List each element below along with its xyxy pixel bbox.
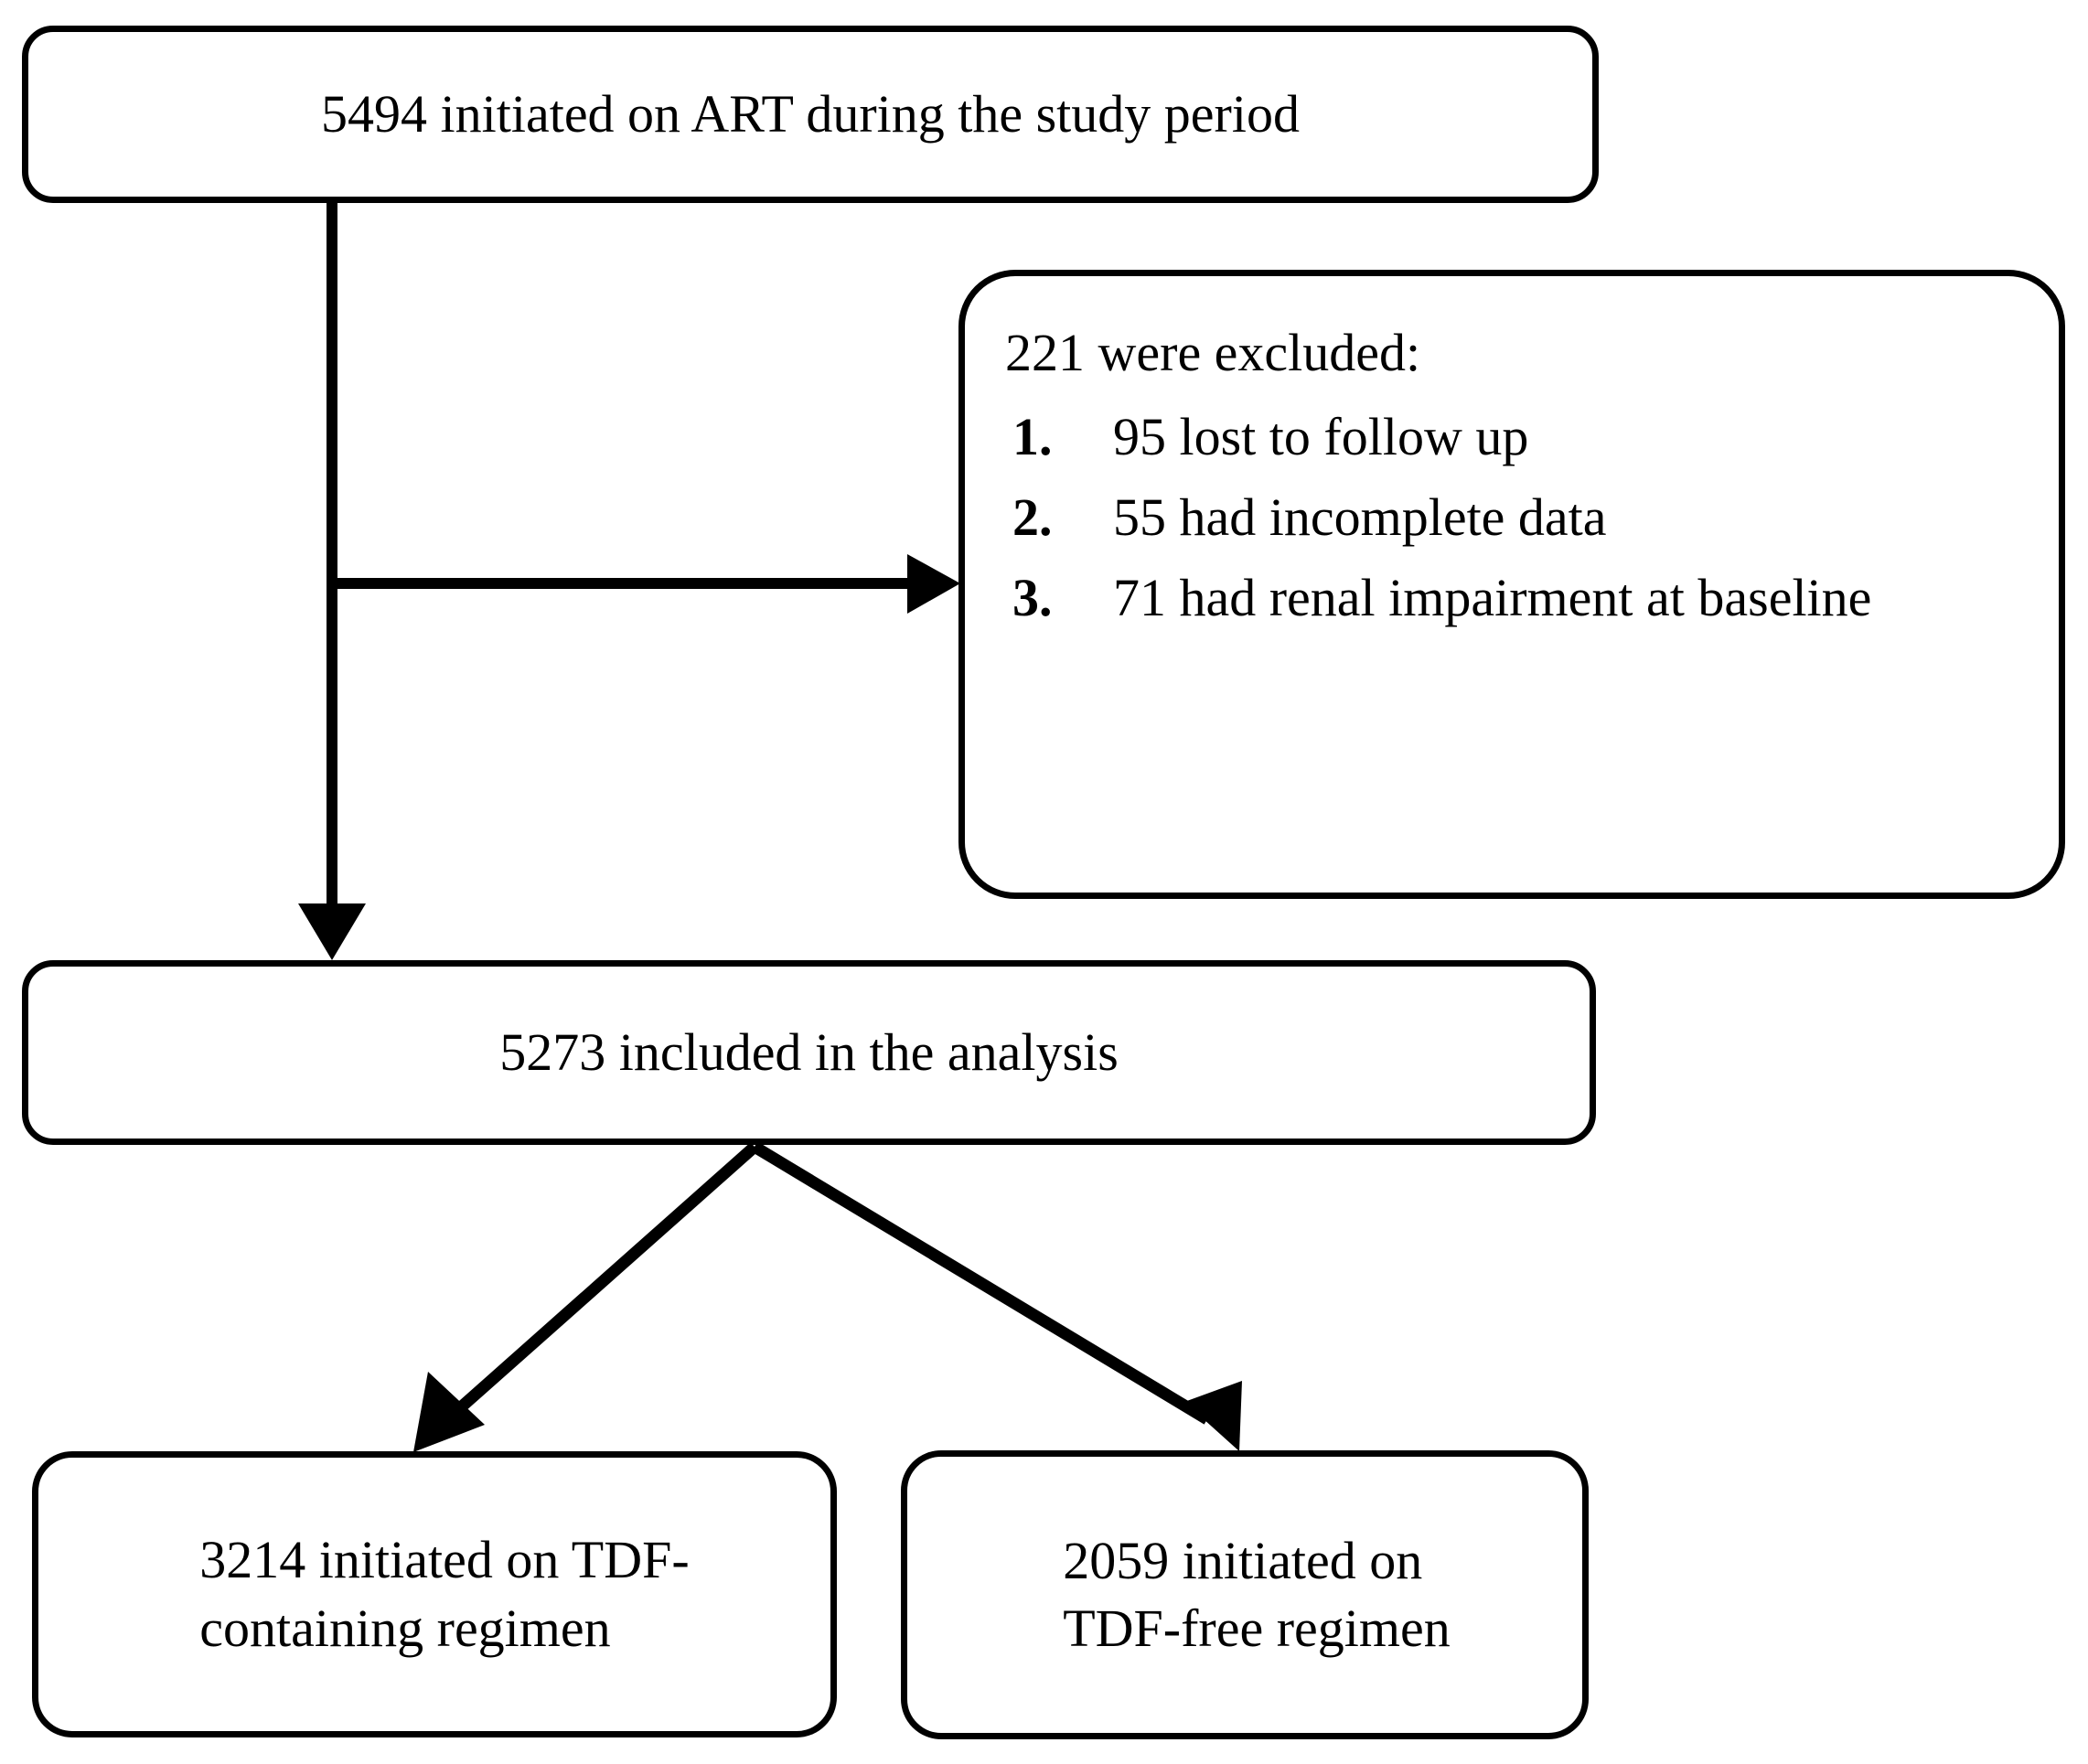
excluded-heading: 221 were excluded: bbox=[1005, 323, 1421, 382]
node-excluded-box: 221 were excluded: 1. 95 lost to follow … bbox=[958, 270, 2065, 899]
excluded-reason-text: 71 had renal impairment at baseline bbox=[1113, 568, 1872, 628]
arrowhead-included-to-tdf-free bbox=[1184, 1381, 1242, 1451]
excluded-content: 221 were excluded: 1. 95 lost to follow … bbox=[1005, 313, 2018, 639]
connector-included-to-tdf-containing-line bbox=[441, 1142, 759, 1426]
excluded-reason-item: 2. 55 had incomplete data bbox=[1005, 477, 2018, 558]
node-tdf-containing-box: 3214 initiated on TDF- containing regime… bbox=[32, 1451, 837, 1737]
node-tdf-free-label: 2059 initiated on TDF-free regimen bbox=[1063, 1530, 1451, 1658]
excluded-reason-text: 95 lost to follow up bbox=[1113, 407, 1529, 467]
node-enrolled-label: 5494 initiated on ART during the study p… bbox=[321, 83, 1300, 144]
excluded-reason-item: 3. 71 had renal impairment at baseline bbox=[1005, 558, 2018, 638]
connector-included-to-tdf-free-line bbox=[751, 1141, 1211, 1425]
node-tdf-containing-label: 3214 initiated on TDF- containing regime… bbox=[199, 1530, 690, 1658]
node-tdf-free-box: 2059 initiated on TDF-free regimen bbox=[901, 1450, 1589, 1739]
node-included-label: 5273 included in the analysis bbox=[499, 1021, 1119, 1082]
arrowhead-enrolled-to-included bbox=[298, 903, 366, 960]
excluded-reason-number: 2. bbox=[1012, 487, 1053, 548]
arrowhead-enrolled-to-excluded bbox=[907, 554, 960, 614]
excluded-reason-text: 55 had incomplete data bbox=[1113, 487, 1607, 548]
excluded-reason-item: 1. 95 lost to follow up bbox=[1005, 397, 2018, 477]
excluded-reason-list: 1. 95 lost to follow up 2. 55 had incomp… bbox=[1005, 397, 2018, 638]
arrowhead-included-to-tdf-containing bbox=[413, 1372, 485, 1452]
node-enrolled-box: 5494 initiated on ART during the study p… bbox=[22, 26, 1599, 203]
excluded-reason-number: 1. bbox=[1012, 407, 1053, 467]
node-included-box: 5273 included in the analysis bbox=[22, 960, 1596, 1145]
excluded-reason-number: 3. bbox=[1012, 568, 1053, 628]
